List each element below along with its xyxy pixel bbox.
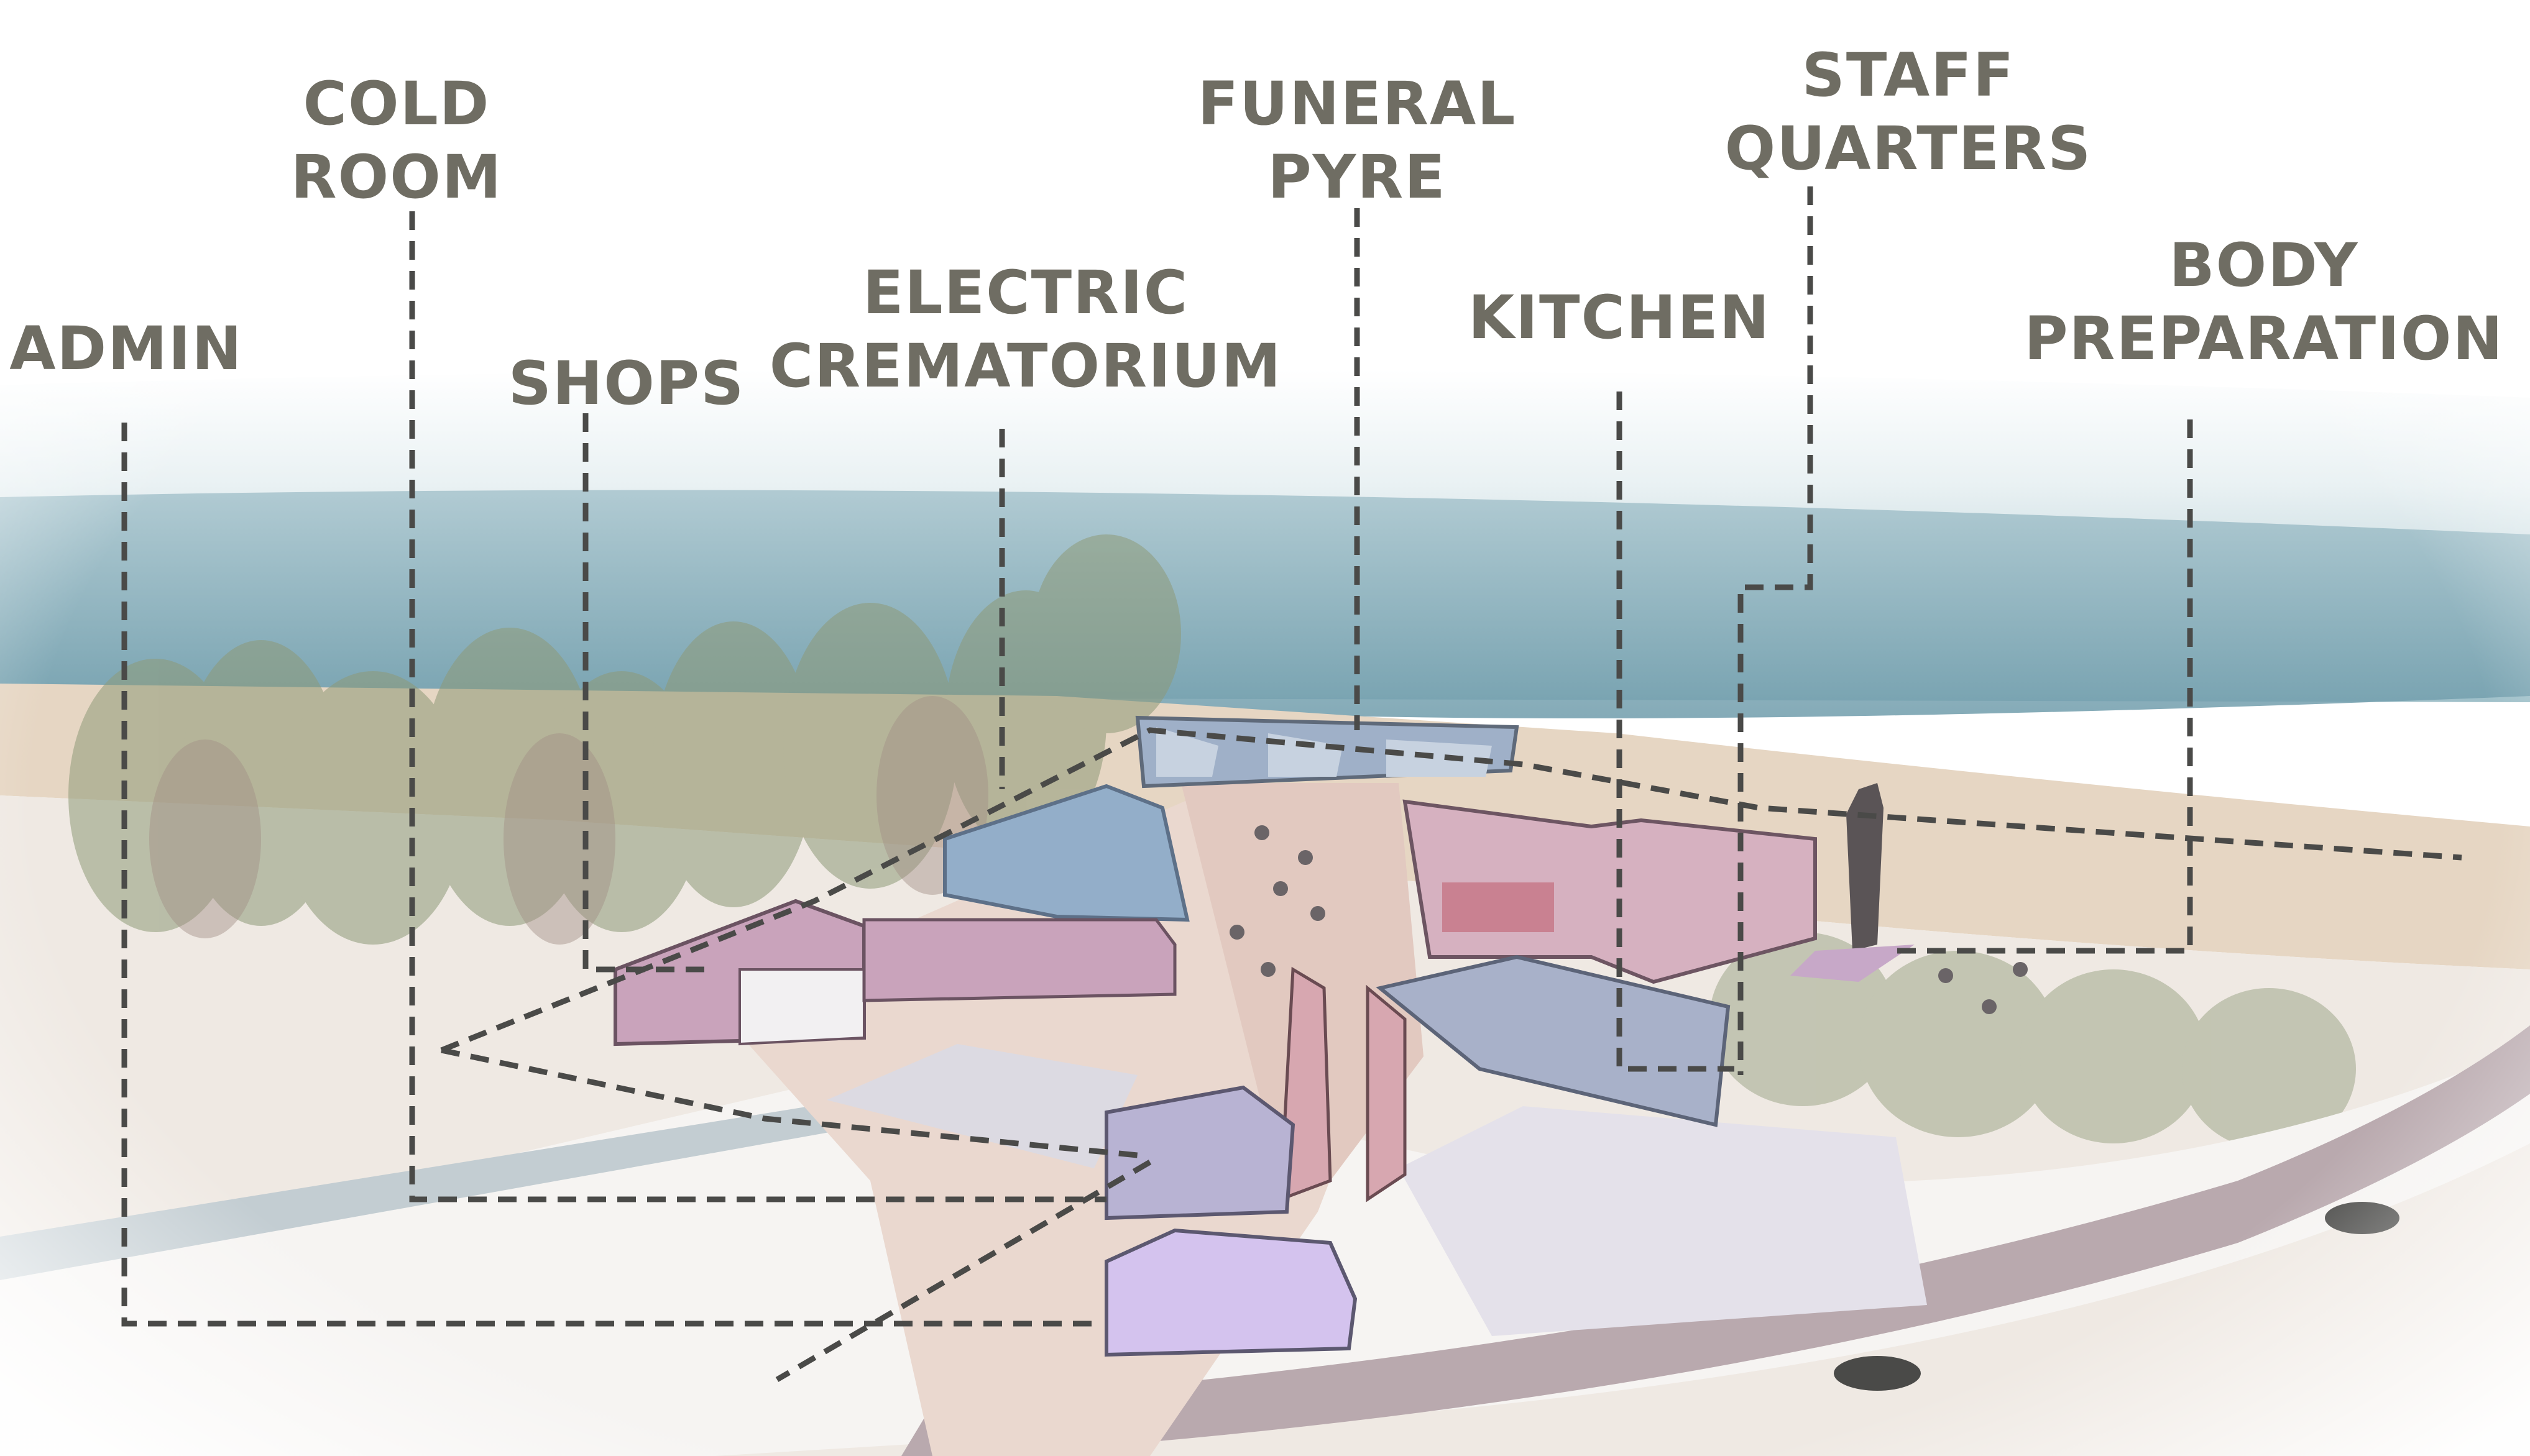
label-cold-room-line-1: COLD [291,67,503,140]
label-admin: ADMIN [9,312,243,385]
label-body-preparation: BODY PREPARATION [2024,229,2504,375]
label-staff-quarters-line-1: STAFF [1725,39,2092,112]
label-staff-quarters-line-2: QUARTERS [1725,112,2092,185]
label-body-preparation-line-1: BODY [2024,229,2504,302]
label-electric-crematorium-line-1: ELECTRIC [770,256,1282,329]
label-staff-quarters: STAFF QUARTERS [1725,39,2092,185]
label-funeral-pyre-line-2: PYRE [1198,140,1517,214]
label-electric-crematorium: ELECTRIC CREMATORIUM [770,256,1282,403]
label-admin-text: ADMIN [9,312,243,385]
label-cold-room-line-2: ROOM [291,140,503,214]
label-funeral-pyre: FUNERAL PYRE [1198,67,1517,214]
label-body-preparation-line-2: PREPARATION [2024,302,2504,375]
label-kitchen-text: KITCHEN [1468,281,1770,354]
label-electric-crematorium-line-2: CREMATORIUM [770,329,1282,403]
label-funeral-pyre-line-1: FUNERAL [1198,67,1517,140]
label-cold-room: COLD ROOM [291,67,503,214]
label-kitchen: KITCHEN [1468,281,1770,354]
label-shops: SHOPS [508,347,745,420]
label-shops-text: SHOPS [508,347,745,420]
